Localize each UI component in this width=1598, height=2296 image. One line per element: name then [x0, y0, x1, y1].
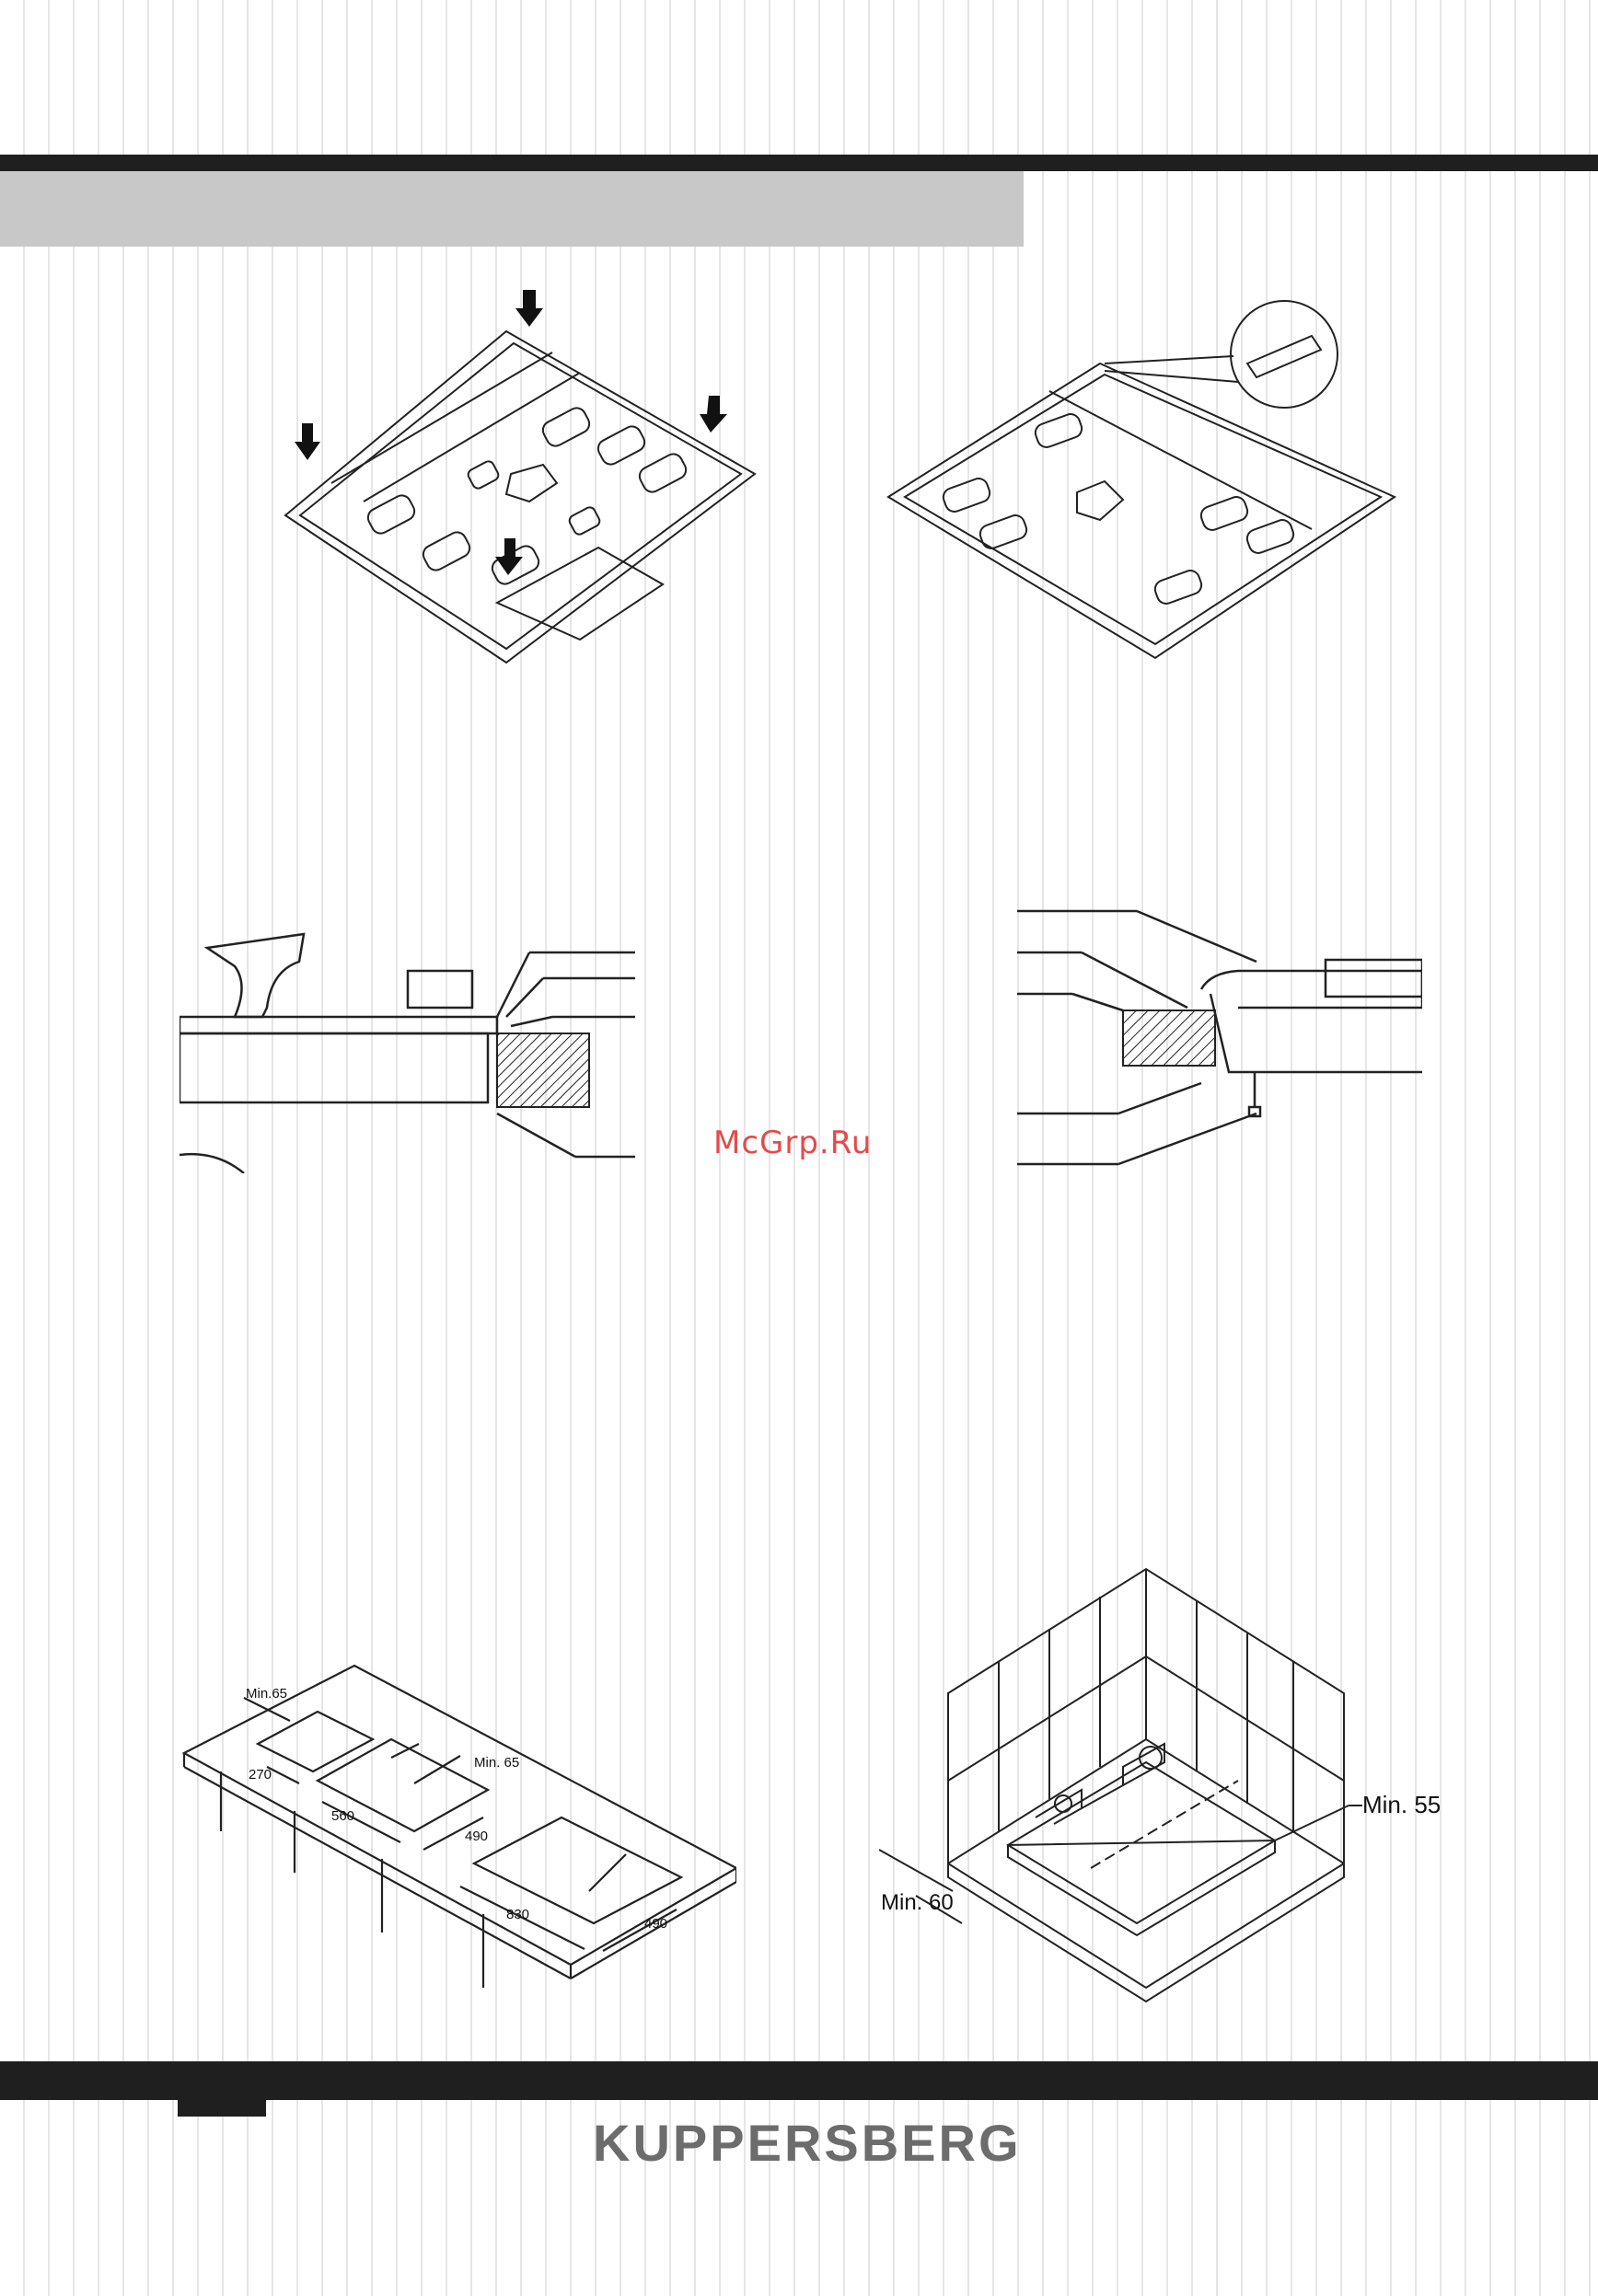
wall-clearance-figure: Min. 55 Min. 60 — [870, 1564, 1445, 2025]
brand-logo-text: KUPPERSBERG — [593, 2113, 1022, 2173]
hob-underside-clamps-figure — [879, 299, 1413, 672]
hob-edge-section-figure — [179, 916, 635, 1173]
header-bar — [0, 155, 1598, 171]
section-title-band — [0, 171, 1024, 247]
cutout-width-270-label: 270 — [249, 1767, 272, 1783]
worktop-cutout-dimensions-figure: Min.65 Min. 65 270 560 490 830 490 — [179, 1656, 736, 1988]
footer-bar — [0, 2061, 1598, 2100]
cutout-depth-490-right-label: 490 — [644, 1916, 667, 1932]
clamp-fixing-detail-figure — [1017, 906, 1422, 1169]
footer-page-tab — [178, 2100, 266, 2117]
watermark-text: McGrp.Ru — [713, 1125, 872, 1161]
cutout-min65-mid-label: Min. 65 — [474, 1755, 519, 1771]
clearance-min55-label: Min. 55 — [1362, 1791, 1441, 1818]
cutout-width-830-label: 830 — [506, 1907, 529, 1922]
cutout-width-560-label: 560 — [331, 1808, 354, 1824]
clearance-min60-label: Min. 60 — [881, 1890, 954, 1915]
cutout-min65-left-label: Min.65 — [246, 1686, 287, 1702]
cutout-depth-490-mid-label: 490 — [465, 1829, 488, 1844]
hob-underside-arrows-figure — [276, 290, 773, 672]
